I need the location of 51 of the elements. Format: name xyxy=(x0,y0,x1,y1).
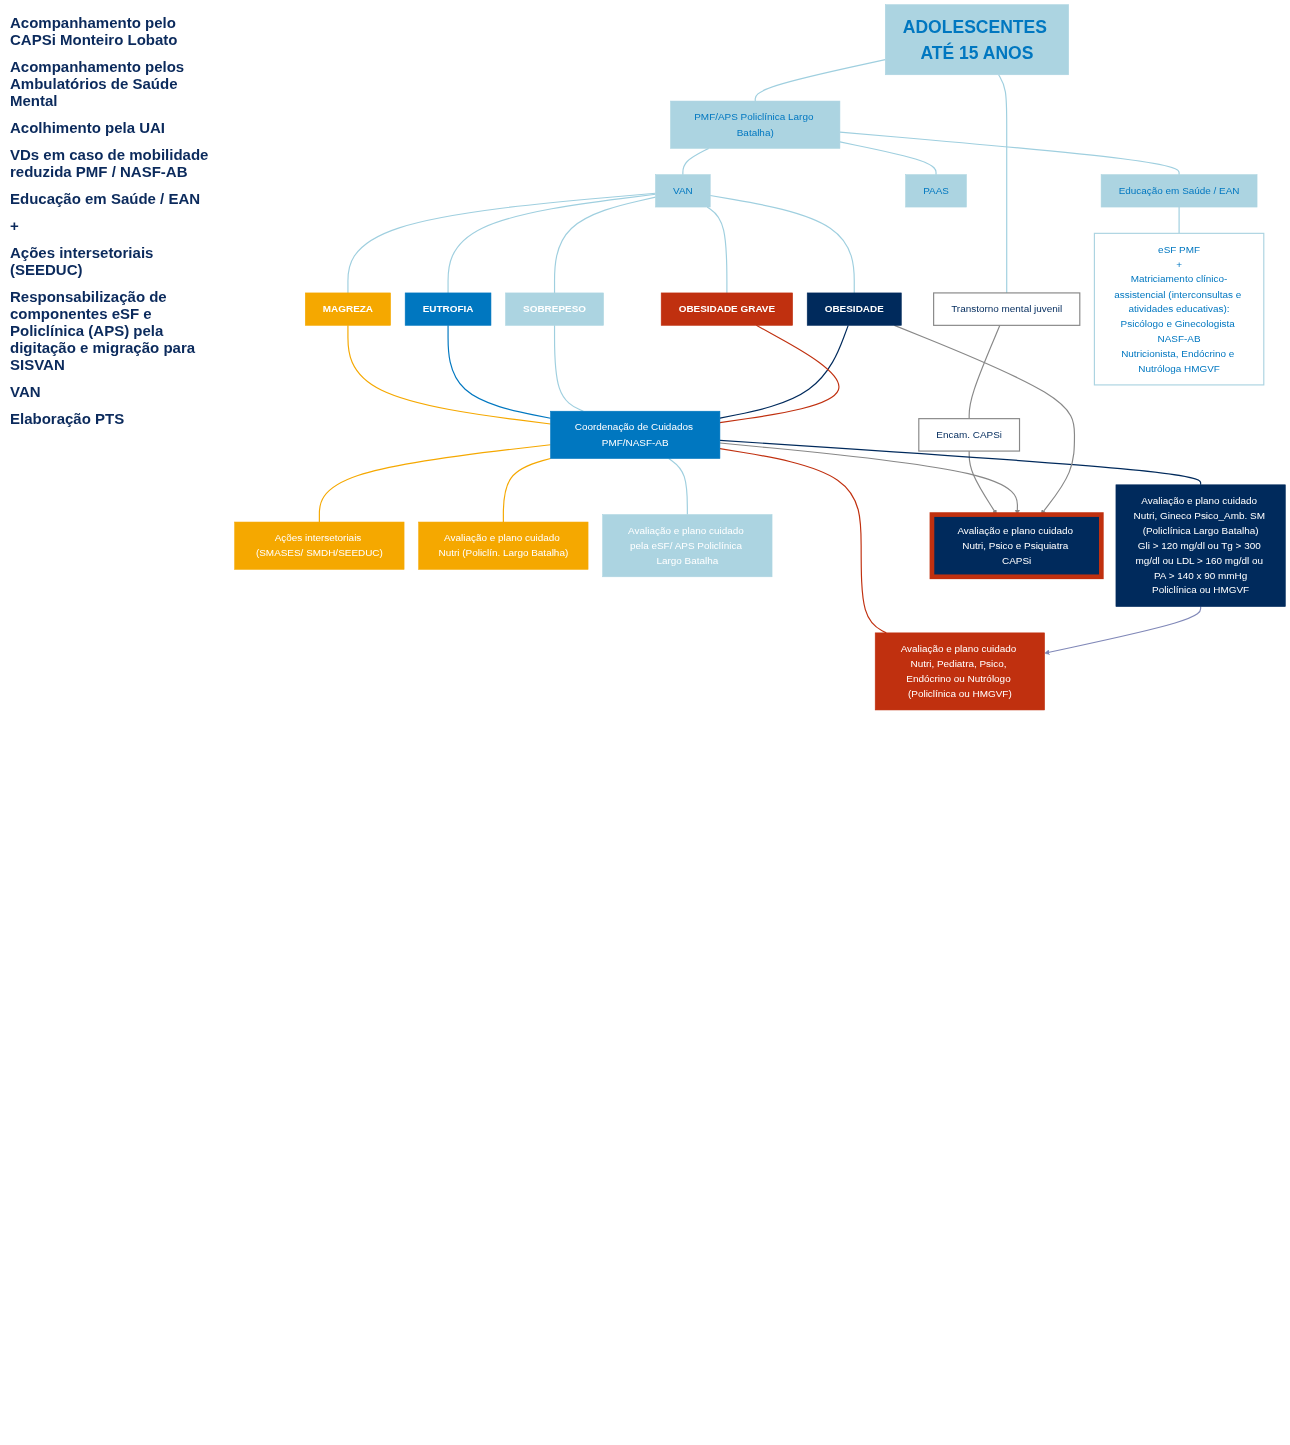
note-text: Responsabilização de componentes eSF e Policlínica (APS) pela digitação e migração para SISVAN xyxy=(10,288,197,373)
connector xyxy=(668,457,688,516)
node-box: VAN xyxy=(655,174,711,208)
note-text: VDs em caso de mobilidade reduzida PMF / NASF-AB xyxy=(10,146,210,180)
node-box: SOBREPESO xyxy=(505,292,604,326)
note-text: Acompanhamento pelo CAPSi Monteiro Lobato xyxy=(10,14,179,48)
node-box: PMF/APS Policlínica Largo Batalha) xyxy=(670,100,841,149)
note-text: + xyxy=(10,217,20,234)
connector xyxy=(719,439,1202,486)
node-box: Encam. CAPSi xyxy=(918,418,1021,452)
connector xyxy=(754,59,886,102)
node-box: Avaliação e plano cuidado Nutri (Policlín. Largo Batalha) xyxy=(418,521,589,570)
node-box: OBESIDADE xyxy=(806,292,902,326)
node-box: Avaliação e plano cuidado pela eSF/ APS Policlínica Largo Batalha xyxy=(602,514,773,578)
note-text: VAN xyxy=(10,383,42,400)
note-text: Acompanhamento pelos Ambulatórios de Saúde Mental xyxy=(10,58,186,109)
node-box: ADOLESCENTES ATÉ 15 ANOS xyxy=(885,4,1069,76)
node-box: Ações intersetoriais (SMASES/ SMDH/SEEDUC) xyxy=(234,521,405,570)
connector xyxy=(682,147,710,176)
connector xyxy=(502,457,552,523)
node-box: eSF PMF + Matriciamento clínico-assistencial (interconsultas e atividades educativas): Psicólogo e Ginecologista NASF-AB Nutricionista, Endócrino e Nutróloga HMGVF xyxy=(1093,232,1265,386)
connector xyxy=(318,444,552,523)
connector xyxy=(447,193,657,294)
node-box: Avaliação e plano cuidado Nutri, Psico e Psiquiatra CAPSi xyxy=(929,512,1104,580)
connector xyxy=(347,192,657,294)
connector xyxy=(839,131,1180,176)
node-box: OBESIDADE GRAVE xyxy=(660,292,793,326)
node-box: Coordenação de Cuidados PMF/NASF-AB xyxy=(550,410,721,459)
connector xyxy=(839,141,937,176)
note-text: Ações intersetoriais (SEEDUC) xyxy=(10,244,155,278)
connector xyxy=(553,324,584,412)
node-box: EUTROFIA xyxy=(404,292,492,326)
connector xyxy=(553,196,657,294)
connector xyxy=(998,74,1008,294)
node-box: MAGREZA xyxy=(305,292,391,326)
connector xyxy=(968,324,1001,420)
arrow xyxy=(1044,606,1202,655)
node-box: PAAS xyxy=(905,174,967,208)
connector xyxy=(1178,206,1180,234)
connector xyxy=(347,324,552,425)
node-box: Educação em Saúde / EAN xyxy=(1100,174,1258,208)
connector xyxy=(709,194,855,294)
node-box: Avaliação e plano cuidado Nutri, Gineco Psico_Amb. SM (Policlínica Largo Batalha) Gli > 120 mg/dl ou Tg > 300 mg/dl ou LDL > 160 mg/dl ou PA > 140 x 90 mmHg Policlínica ou HMGVF xyxy=(1115,484,1286,607)
note-text: Educação em Saúde / EAN xyxy=(10,190,202,207)
note-text: Elaboração PTS xyxy=(10,410,126,427)
connector xyxy=(447,324,552,419)
node-box: Avaliação e plano cuidado Nutri, Pediatra, Psico, Endócrino ou Nutrólogo (Policlínica ou HMGVF) xyxy=(874,632,1045,711)
connector xyxy=(719,448,887,634)
connector xyxy=(706,206,728,294)
node-box: Transtorno mental juvenil xyxy=(933,292,1081,326)
note-text: Acolhimento pela UAI xyxy=(10,119,167,136)
